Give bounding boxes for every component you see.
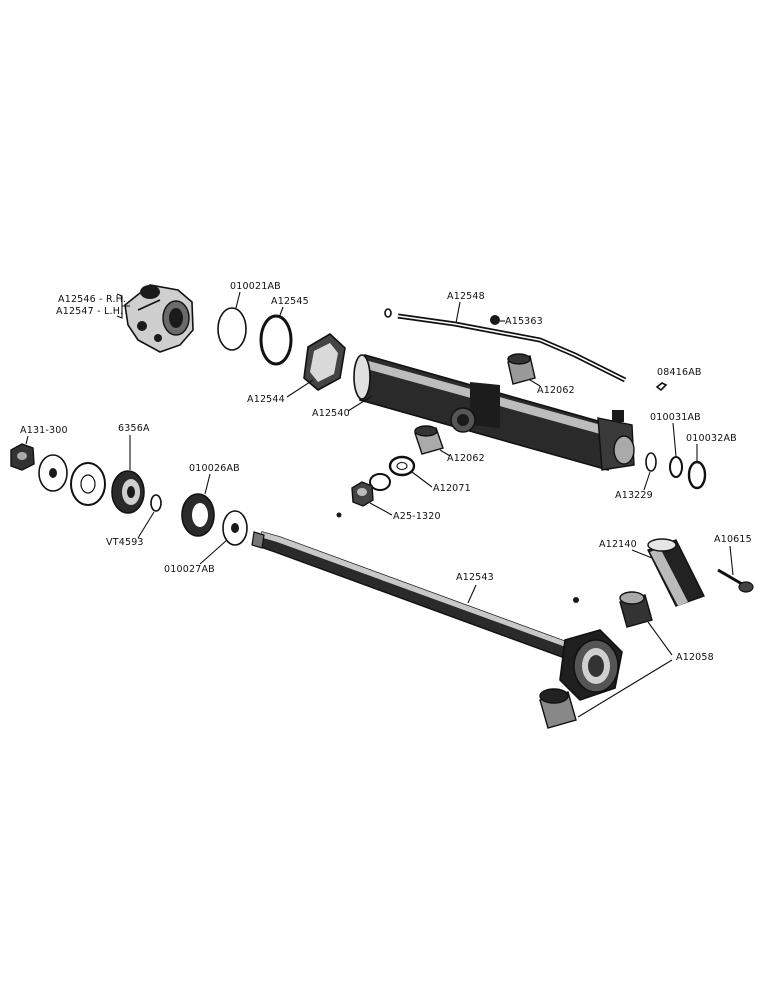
- fitting-a15363: [490, 315, 500, 325]
- ring-010031ab: [669, 456, 683, 478]
- leader-010031ab: [672, 422, 677, 457]
- seal-010026ab: [181, 493, 215, 537]
- leader-a12545: [278, 306, 284, 319]
- nut-a131-300: [10, 443, 35, 471]
- label-010031ab: 010031AB: [650, 412, 701, 423]
- leader-a12543: [467, 584, 477, 604]
- snapring-a13229: [645, 452, 657, 472]
- bushing-a12058-upper: [619, 591, 653, 628]
- label-vt4593: VT4593: [106, 537, 144, 548]
- rod-a12548: [384, 308, 627, 383]
- leader-housing: [116, 293, 130, 319]
- label-010026ab: 010026AB: [189, 463, 240, 474]
- label-a12062-lower: A12062: [447, 453, 485, 464]
- leader-a131-300: [25, 435, 29, 445]
- label-a12548: A12548: [447, 291, 485, 302]
- leader-010021ab: [235, 291, 241, 309]
- label-a12544: A12544: [247, 394, 285, 405]
- label-a12545: A12545: [271, 296, 309, 307]
- label-a12140: A12140: [599, 539, 637, 550]
- ring-010032ab: [687, 460, 707, 490]
- pin-a12140: [647, 538, 705, 607]
- pin-08416ab: [655, 382, 668, 392]
- leader-a10615: [729, 545, 734, 576]
- label-a10615: A10615: [714, 534, 752, 545]
- plate-a12544: [303, 333, 346, 391]
- washer-010027ab-hole: [231, 523, 239, 533]
- leader-a12548: [455, 301, 461, 324]
- label-08416ab: 08416AB: [657, 367, 702, 378]
- ring-vt4593: [150, 494, 162, 512]
- grease-fitting: [573, 597, 579, 603]
- label-6356a: 6356A: [118, 423, 150, 434]
- label-a12071: A12071: [433, 483, 471, 494]
- setscrew-part: [336, 512, 342, 518]
- leader-010026ab: [204, 473, 211, 495]
- bushing-a12058-lower: [539, 688, 577, 729]
- label-a12543: A12543: [456, 572, 494, 583]
- gasket-010021ab: [217, 307, 247, 351]
- washer-a12071: [369, 455, 416, 491]
- leader-a12544: [286, 379, 314, 398]
- bushing-a12062-lower: [414, 425, 444, 455]
- housing-part: [124, 284, 194, 353]
- label-a15363: A15363: [505, 316, 543, 327]
- washer-left-2-hole: [80, 474, 96, 494]
- label-a25-1320: A25-1320: [393, 511, 441, 522]
- leader-a12540: [347, 395, 373, 412]
- label-a12058: A12058: [676, 652, 714, 663]
- label-a13229: A13229: [615, 490, 653, 501]
- leader-a13229: [643, 471, 651, 491]
- label-a131-300: A131-300: [20, 425, 68, 436]
- label-a12546: A12546 - R.H.: [58, 294, 126, 305]
- leader-010027ab: [199, 539, 228, 565]
- label-a12547: A12547 - L.H.: [56, 306, 123, 317]
- leader-a12058: [577, 621, 673, 718]
- label-010021ab: 010021AB: [230, 281, 281, 292]
- leader-a25-1320: [369, 502, 393, 516]
- pistonrod-a12543: [251, 531, 623, 701]
- bearing-6356a: [111, 470, 145, 514]
- oring-a12545: [259, 314, 293, 366]
- nut-a25-1320: [351, 481, 374, 507]
- washer-left-1-hole: [49, 468, 57, 478]
- leader-a12071: [411, 471, 433, 488]
- leader-a12062-upper: [529, 379, 541, 387]
- label-a12062-upper: A12062: [537, 385, 575, 396]
- bolt-a10615: [717, 568, 754, 593]
- label-a12540: A12540: [312, 408, 350, 419]
- label-010027ab: 010027AB: [164, 564, 215, 575]
- label-010032ab: 010032AB: [686, 433, 737, 444]
- bushing-a12062-upper: [507, 353, 536, 385]
- leader-a12062-lower: [439, 449, 451, 457]
- leader-a12140: [631, 549, 653, 559]
- cylinder-a12540: [353, 353, 635, 472]
- leader-vt4593: [137, 511, 155, 539]
